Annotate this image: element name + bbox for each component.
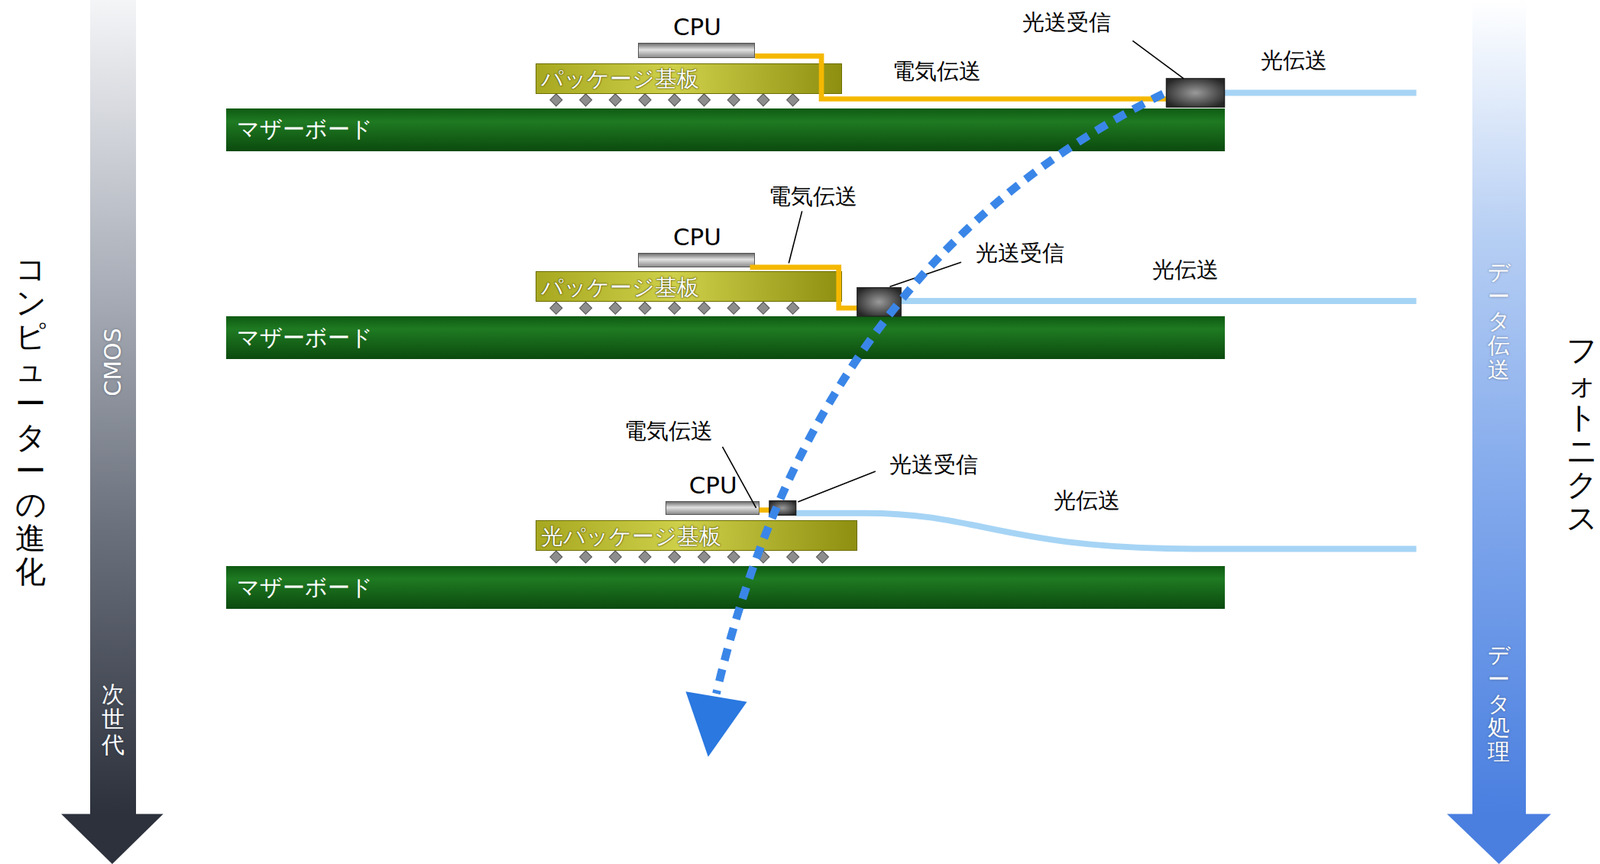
electric-wire <box>754 55 1169 99</box>
board-label: 光パッケージ基板 <box>540 525 722 548</box>
motherboard: マザーボード <box>226 316 1225 360</box>
leader-line <box>722 446 757 509</box>
solder-ball <box>608 301 622 315</box>
electric-wire <box>750 267 860 308</box>
solder-ball <box>727 301 740 315</box>
callout-label: 光送受信 <box>974 240 1066 266</box>
board-label: パッケージ基板 <box>540 276 700 299</box>
motherboard: マザーボード <box>226 566 1225 609</box>
solder-ball <box>579 93 593 107</box>
cpu-chip: CPU <box>638 42 756 59</box>
package-substrate: パッケージ基板 <box>535 271 843 302</box>
callout-label: 電気伝送 <box>622 418 715 444</box>
solder-ball <box>550 93 563 107</box>
leader-line <box>788 210 802 263</box>
callout-label: 光伝送 <box>1150 257 1221 283</box>
optical-fiber <box>796 513 1417 550</box>
solder-ball <box>550 550 563 564</box>
solder-ball <box>668 301 681 315</box>
motherboard: マザーボード <box>226 108 1225 152</box>
callout-label: 電気伝送 <box>767 184 859 210</box>
optical-transceiver <box>1165 78 1225 107</box>
callout-label: 光伝送 <box>1259 48 1329 74</box>
chip-label: CPU <box>673 12 722 41</box>
solder-ball <box>757 93 770 107</box>
side-title: コンピューターの進化 <box>15 252 46 589</box>
solder-ball <box>787 301 800 315</box>
solder-ball <box>638 550 652 564</box>
band-label: 次世代 <box>101 681 125 758</box>
cpu-chip: CPU <box>638 252 756 268</box>
callout-label: 光送受信 <box>887 452 980 478</box>
package-substrate: パッケージ基板 <box>535 63 843 94</box>
progress-band: データ伝送データ処理 <box>1472 0 1526 815</box>
board-label: マザーボード <box>236 576 373 600</box>
board-label: マザーボード <box>236 118 373 141</box>
solder-ball <box>727 93 740 107</box>
optical-fiber <box>900 297 1416 305</box>
band-label: データ処理 <box>1487 643 1510 765</box>
solder-ball <box>668 550 681 564</box>
solder-ball <box>787 93 800 107</box>
solder-ball <box>608 550 622 564</box>
left-arrowhead <box>61 814 164 864</box>
solder-ball <box>697 550 710 564</box>
solder-ball <box>697 301 710 315</box>
callout-label: 電気伝送 <box>890 58 983 85</box>
solder-ball <box>579 550 593 564</box>
callout-label: 光伝送 <box>1052 488 1122 514</box>
solder-ball <box>550 301 563 315</box>
right-arrowhead <box>1447 814 1552 864</box>
board-label: パッケージ基板 <box>540 68 700 91</box>
solder-ball <box>787 550 800 564</box>
leader-line <box>797 471 875 503</box>
side-title: フォトニクス <box>1566 333 1597 535</box>
callout-label: 光送受信 <box>1020 9 1113 36</box>
solder-ball <box>816 550 829 564</box>
solder-ball <box>668 93 681 107</box>
package-substrate: 光パッケージ基板 <box>535 520 858 551</box>
band-label: CMOS <box>101 327 125 397</box>
leader-line <box>1132 40 1184 78</box>
solder-ball <box>638 301 652 315</box>
cpu-chip: CPU <box>665 501 760 516</box>
solder-ball <box>638 93 652 107</box>
chip-label: CPU <box>689 471 738 499</box>
board-label: マザーボード <box>236 327 373 350</box>
solder-ball <box>697 93 710 107</box>
solder-ball <box>727 550 740 564</box>
band-label: データ伝送 <box>1487 260 1510 383</box>
progress-band: CMOS 次世代 <box>90 0 137 815</box>
evolution-arrow <box>715 93 1163 694</box>
solder-ball <box>757 301 770 315</box>
solder-ball <box>579 301 593 315</box>
solder-ball <box>608 93 622 107</box>
optical-fiber <box>1224 90 1417 97</box>
electric-wire <box>759 507 771 513</box>
evolution-arrowhead <box>685 691 747 757</box>
chip-label: CPU <box>673 223 722 251</box>
